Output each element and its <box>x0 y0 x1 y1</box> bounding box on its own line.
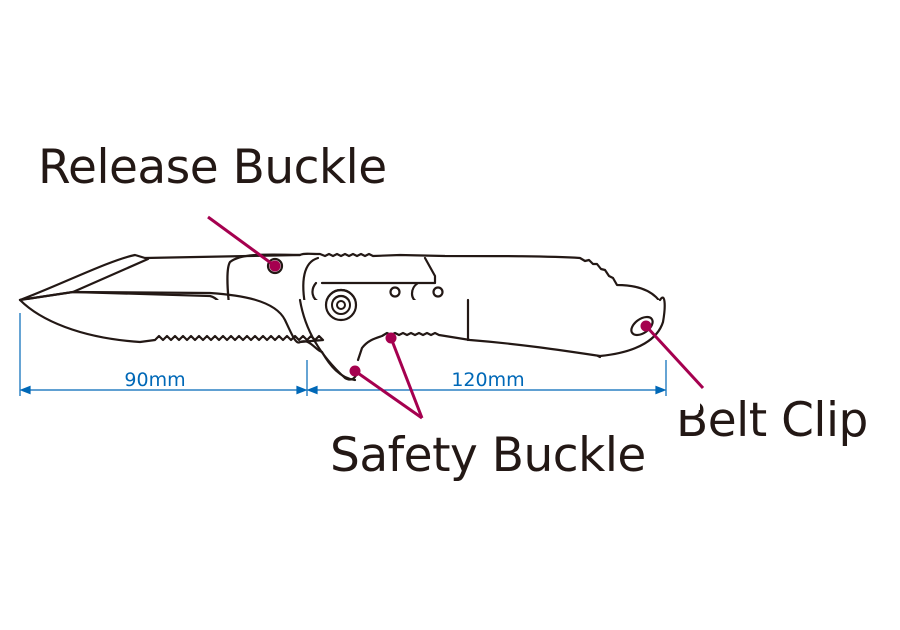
safety-buckle-callout-1 <box>354 369 423 420</box>
release-buckle-label: Release Buckle <box>38 140 387 195</box>
screw-icon <box>389 286 401 298</box>
safety-buckle-dot <box>385 332 397 344</box>
release-buckle-callout <box>207 215 276 268</box>
dimension-lines-final <box>19 313 667 396</box>
safety-buckle-label: Safety Buckle <box>330 428 646 483</box>
callout-lines <box>207 215 705 420</box>
belt-clip-callout <box>644 324 705 390</box>
belt-clip-label: Belt Clip <box>676 393 868 448</box>
release-buckle-dot <box>269 260 281 272</box>
release-buckle-hole <box>266 257 284 275</box>
safety-buckle-dot <box>349 365 361 377</box>
blade-length-label: 90mm <box>124 369 185 391</box>
belt-clip-dot <box>640 320 652 332</box>
handle-length-label: 120mm <box>451 369 524 391</box>
knife-lower-outline <box>18 290 666 382</box>
screw-icon <box>432 286 444 298</box>
safety-buckle-callout-2 <box>389 337 424 419</box>
